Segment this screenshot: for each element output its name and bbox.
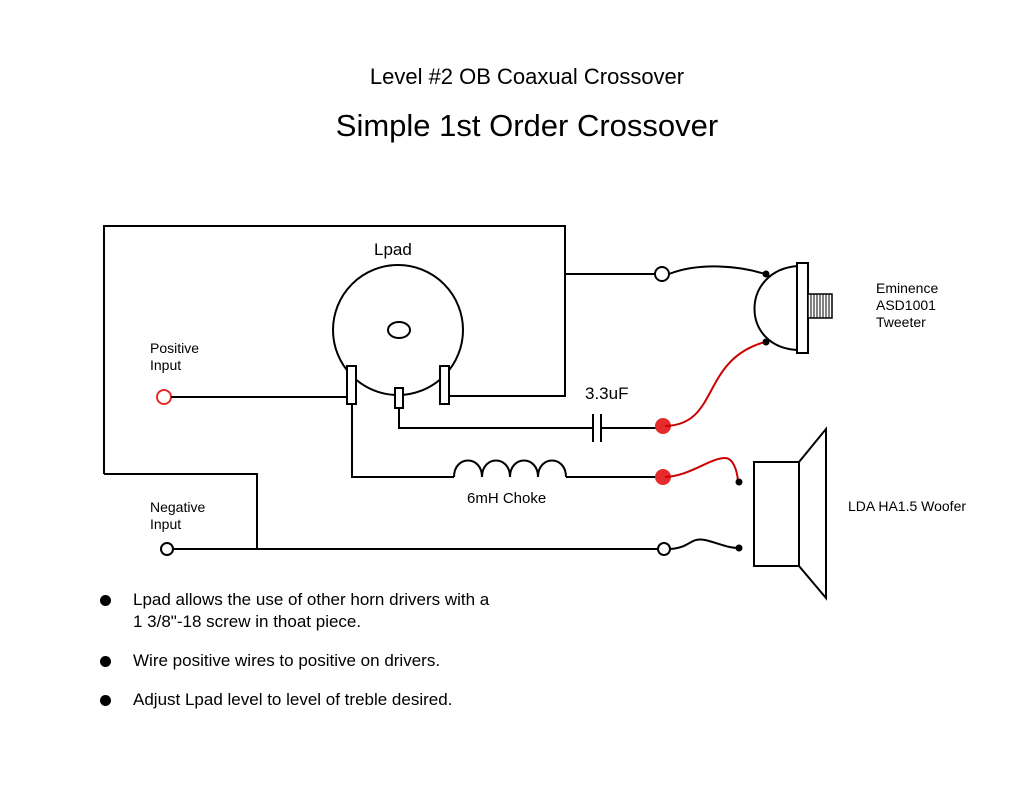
- bullet-icon: [100, 656, 111, 667]
- note-line: Wire positive wires to positive on drive…: [133, 651, 441, 670]
- tweeter-label-line3: Tweeter: [876, 314, 926, 330]
- tweeter-junction: [654, 266, 670, 282]
- lpad-label: Lpad: [374, 240, 412, 259]
- negative-input-label: Negative Input: [150, 499, 205, 533]
- wire-woofer-positive: [664, 456, 739, 482]
- tweeter-label-line2: ASD1001: [876, 297, 936, 313]
- wire-to-capacitor: [398, 408, 593, 429]
- lpad-right-lug: [439, 365, 450, 405]
- negative-input-label-line2: Input: [150, 516, 182, 532]
- tweeter-label: Eminence ASD1001 Tweeter: [876, 280, 938, 331]
- tweeter-terminal-top: [762, 270, 770, 278]
- note-text: Adjust Lpad level to level of treble des…: [133, 689, 452, 711]
- woofer-cone: [798, 426, 827, 601]
- positive-input-label: Positive Input: [150, 340, 199, 374]
- choke-coil: [453, 459, 567, 478]
- note-line: Lpad allows the use of other horn driver…: [133, 590, 490, 609]
- bullet-icon: [100, 595, 111, 606]
- bullet-icon: [100, 695, 111, 706]
- positive-input-label-line2: Input: [150, 357, 182, 373]
- wire-top-loop: [103, 225, 566, 474]
- wire-to-choke: [351, 404, 454, 478]
- choke-red-terminal: [655, 469, 671, 485]
- tweeter-dome: [753, 265, 799, 351]
- capacitor-label: 3.3uF: [585, 384, 629, 403]
- negative-input-terminal: [160, 542, 174, 556]
- lpad-center-lug: [394, 387, 404, 409]
- positive-input-terminal: [156, 389, 172, 405]
- wire-woofer-negative: [669, 538, 739, 550]
- tweeter-terminal-bottom: [762, 338, 770, 346]
- negative-junction: [657, 542, 671, 556]
- positive-input-label-line1: Positive: [150, 340, 200, 356]
- capacitor-red-terminal: [655, 418, 671, 434]
- tweeter-thread-lines: [810, 294, 830, 318]
- wire-tweeter-positive: [664, 341, 766, 427]
- note-text: Lpad allows the use of other horn driver…: [133, 589, 489, 633]
- wire-tweeter-lead: [668, 265, 766, 275]
- note-line: Adjust Lpad level to level of treble des…: [133, 690, 453, 709]
- tweeter-plate: [796, 262, 809, 354]
- note-line: 1 3/8"-18 screw in thoat piece.: [133, 612, 362, 631]
- note-text: Wire positive wires to positive on drive…: [133, 650, 440, 672]
- choke-label: 6mH Choke: [467, 490, 547, 507]
- diagram-title: Level #2 OB Coaxual Crossover: [369, 64, 685, 89]
- diagram-subtitle: Simple 1st Order Crossover: [335, 108, 719, 143]
- lpad-left-lug: [346, 365, 357, 405]
- woofer-label: LDA HA1.5 Woofer: [848, 498, 967, 514]
- wire-lower-loop: [104, 473, 258, 549]
- lpad-knob: [387, 321, 411, 339]
- woofer-magnet: [753, 461, 800, 567]
- tweeter-label-line1: Eminence: [876, 280, 939, 296]
- woofer-terminal-bottom: [735, 544, 743, 552]
- woofer-terminal-top: [735, 478, 743, 486]
- negative-input-label-line1: Negative: [150, 499, 206, 515]
